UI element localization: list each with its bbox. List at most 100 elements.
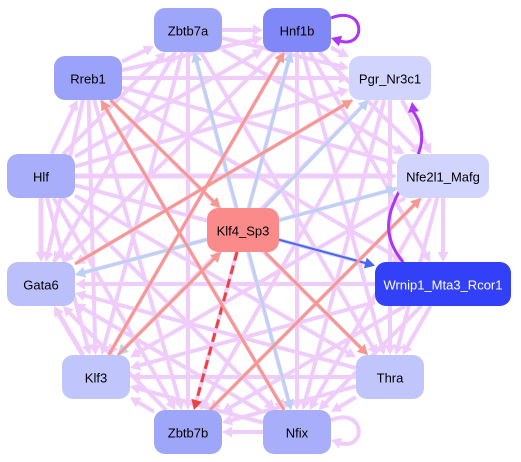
edge-arrowhead [63, 251, 75, 262]
node-zbtb7b[interactable]: Zbtb7b [154, 410, 222, 454]
edge-wrnip1-thra [402, 305, 433, 355]
node-label: Hlf [33, 170, 49, 185]
edge-hnf1b-hnf1b-self-loop [330, 14, 361, 47]
edge-nfix-rreb1 [100, 100, 286, 411]
edge-arrowhead [344, 347, 356, 358]
edge-arrowhead [222, 414, 234, 426]
edge-line [135, 196, 407, 356]
node-label: Rreb1 [70, 72, 105, 87]
edge-line [300, 51, 384, 348]
node-gata6[interactable]: Gata6 [7, 262, 75, 306]
edge-arrowhead [437, 252, 449, 262]
edge-line [336, 395, 358, 410]
edge-line [221, 36, 342, 69]
edge-line [82, 293, 357, 370]
edge-arrowhead [331, 437, 343, 449]
edge-line [330, 45, 343, 55]
edge-arrowhead [75, 290, 87, 301]
edge-line [404, 305, 433, 350]
edge-thra-zbtb7b [222, 384, 357, 426]
edge-zbtb7a-nfe2l1 [221, 47, 405, 154]
edge-arrowhead [100, 100, 111, 112]
edge-arrowhead [283, 52, 294, 64]
edge-arrowhead [210, 252, 221, 263]
self-loop-path [330, 14, 361, 44]
node-thra[interactable]: Thra [356, 355, 424, 399]
edge-arrowhead [402, 343, 413, 355]
edge-line [52, 57, 173, 264]
node-klf4[interactable]: Klf4_Sp3 [207, 208, 279, 252]
edge-line [311, 197, 433, 405]
node-label: Zbtb7a [168, 24, 209, 39]
edge-arrowhead [130, 397, 142, 408]
edge-nfe2l1-nfix [309, 197, 433, 410]
node-pgr[interactable]: Pgr_Nr3c1 [349, 56, 431, 100]
node-label: Zbtb7b [168, 426, 208, 441]
edge-line [247, 251, 291, 403]
edge-arrowhead [331, 35, 343, 47]
edge-arrowhead [62, 306, 74, 317]
edge-arrowhead [130, 347, 142, 358]
edge-arrowhead [384, 345, 396, 355]
edge-arrowhead [283, 398, 294, 410]
node-nfe2l1[interactable]: Nfe2l1_Mafg [397, 154, 489, 198]
edge-nfe2l1-wrnip1 [437, 198, 449, 262]
edge-line [116, 256, 217, 357]
node-label: Nfe2l1_Mafg [406, 170, 480, 185]
edge-line [307, 51, 429, 257]
edge-arrowhead [337, 47, 349, 58]
edge-arrowhead [75, 267, 87, 278]
edge-line [103, 106, 286, 411]
self-loop-path [330, 415, 361, 446]
edge-gata6-pgr [74, 100, 353, 266]
edge-line [61, 56, 162, 156]
node-nfix[interactable]: Nfix [263, 410, 331, 454]
edge-arrowhead [222, 402, 234, 413]
edge-klf4-nfix [247, 251, 294, 410]
edge-line [92, 99, 182, 403]
edge-line [199, 50, 375, 350]
edge-gata6-zbtb7a [52, 52, 176, 264]
edge-layer [35, 14, 449, 449]
edge-line [263, 104, 365, 210]
edge-line [49, 106, 76, 155]
edge-arrowhead [165, 398, 176, 410]
node-box [7, 154, 75, 198]
node-label: Nfix [286, 426, 309, 441]
edge-arrowhead [191, 398, 202, 410]
edge-line [121, 85, 390, 164]
node-wrnip1[interactable]: Wrnip1_Mta3_Rcor1 [375, 262, 511, 306]
node-klf3[interactable]: Klf3 [62, 355, 130, 399]
edge-line [194, 59, 239, 209]
edge-line [74, 193, 351, 356]
edge-line [74, 102, 347, 266]
node-box [54, 56, 122, 100]
node-label: Pgr_Nr3c1 [359, 72, 421, 87]
edge-arrowhead [253, 24, 263, 36]
edge-klf3-gata6 [54, 306, 86, 357]
edge-rreb1-klf3 [86, 99, 101, 355]
node-rreb1[interactable]: Rreb1 [54, 56, 122, 100]
node-box [356, 355, 424, 399]
edge-line [67, 50, 277, 258]
edge-klf4-zbtb7b [191, 251, 239, 410]
node-zbtb7a[interactable]: Zbtb7a [154, 8, 222, 52]
node-hlf[interactable]: Hlf [7, 154, 75, 198]
edge-pgr-zbtb7b [200, 99, 380, 410]
edge-arrowhead [357, 100, 369, 112]
edge-nfix-klf3 [130, 383, 264, 425]
edge-arrowhead [337, 60, 349, 72]
node-label: Wrnip1_Mta3_Rcor1 [384, 278, 503, 293]
edge-klf4-nfe2l1 [278, 185, 397, 222]
edge-arrowhead [165, 52, 176, 64]
node-hnf1b[interactable]: Hnf1b [263, 8, 331, 52]
edge-rreb1-klf4 [109, 98, 221, 208]
edge-arrowhead [363, 257, 375, 269]
edge-arrowhead [75, 278, 85, 290]
edge-line [208, 202, 417, 412]
edge-hnf1b-gata6 [63, 50, 277, 262]
edge-line [229, 384, 357, 423]
edge-zbtb7a-pgr [221, 36, 349, 72]
edge-arrowhead [209, 197, 221, 208]
